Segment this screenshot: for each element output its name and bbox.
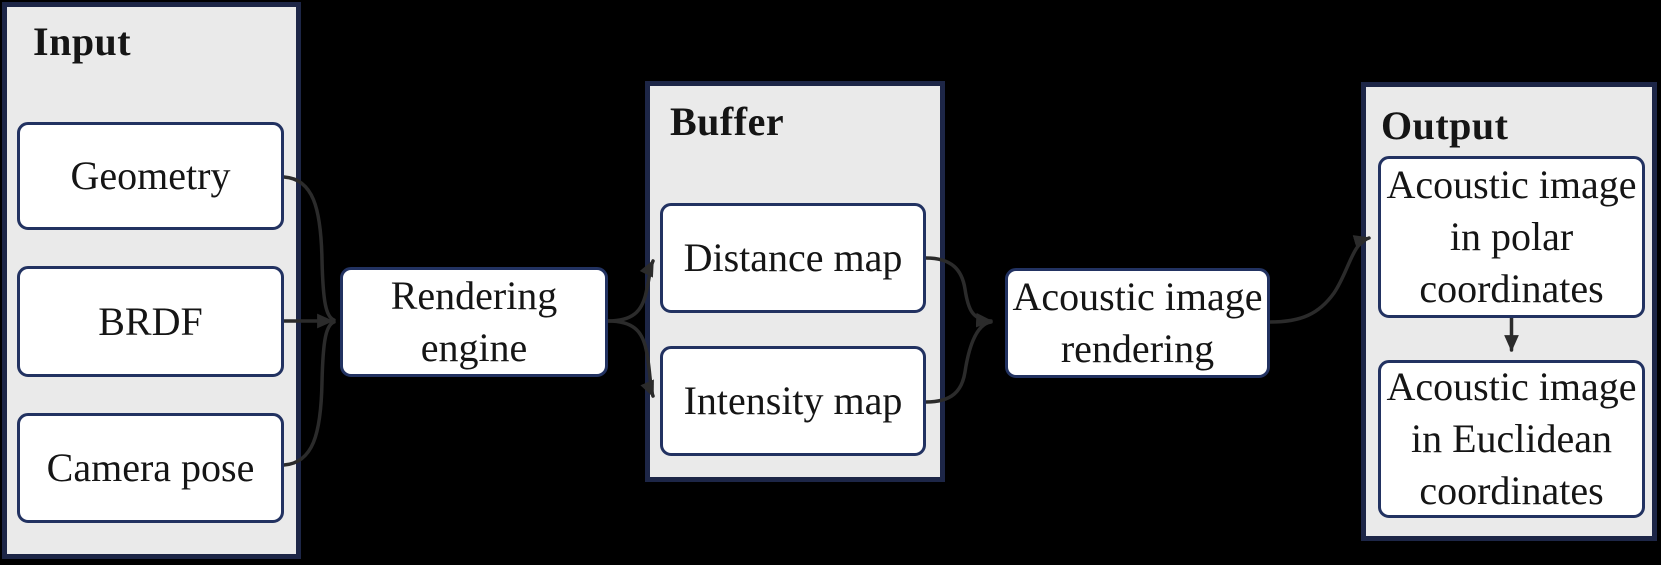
node-acoustic-image-polar: Acoustic image in polar coordinates	[1378, 156, 1645, 318]
node-distance-map: Distance map	[660, 203, 926, 313]
node-rendering-engine-label: Rendering engine	[390, 273, 558, 370]
node-brdf-label: BRDF	[98, 298, 203, 344]
node-camera-pose: Camera pose	[17, 413, 284, 523]
node-acoustic-image-rendering: Acoustic image rendering	[1005, 268, 1270, 378]
node-brdf: BRDF	[17, 266, 284, 377]
node-acoustic-image-euclidean-label: Acoustic image in Euclidean coordinates	[1386, 364, 1637, 513]
node-distance-map-label: Distance map	[683, 235, 903, 280]
node-geometry-label: Geometry	[70, 153, 231, 198]
node-camera-pose-label: Camera pose	[46, 445, 255, 490]
output-panel-title: Output	[1381, 103, 1509, 148]
node-intensity-map: Intensity map	[660, 346, 926, 456]
arrow-acoustic-rendering-to-polar	[1268, 235, 1371, 324]
node-acoustic-image-polar-label: Acoustic image in polar coordinates	[1386, 162, 1637, 311]
node-geometry: Geometry	[17, 122, 284, 230]
buffer-panel-title: Buffer	[670, 99, 785, 144]
node-acoustic-image-rendering-label: Acoustic image rendering	[1012, 274, 1263, 371]
node-intensity-map-label: Intensity map	[683, 378, 903, 423]
node-acoustic-image-euclidean: Acoustic image in Euclidean coordinates	[1378, 360, 1645, 518]
node-rendering-engine: Rendering engine	[340, 267, 608, 377]
input-panel-title: Input	[33, 19, 132, 64]
